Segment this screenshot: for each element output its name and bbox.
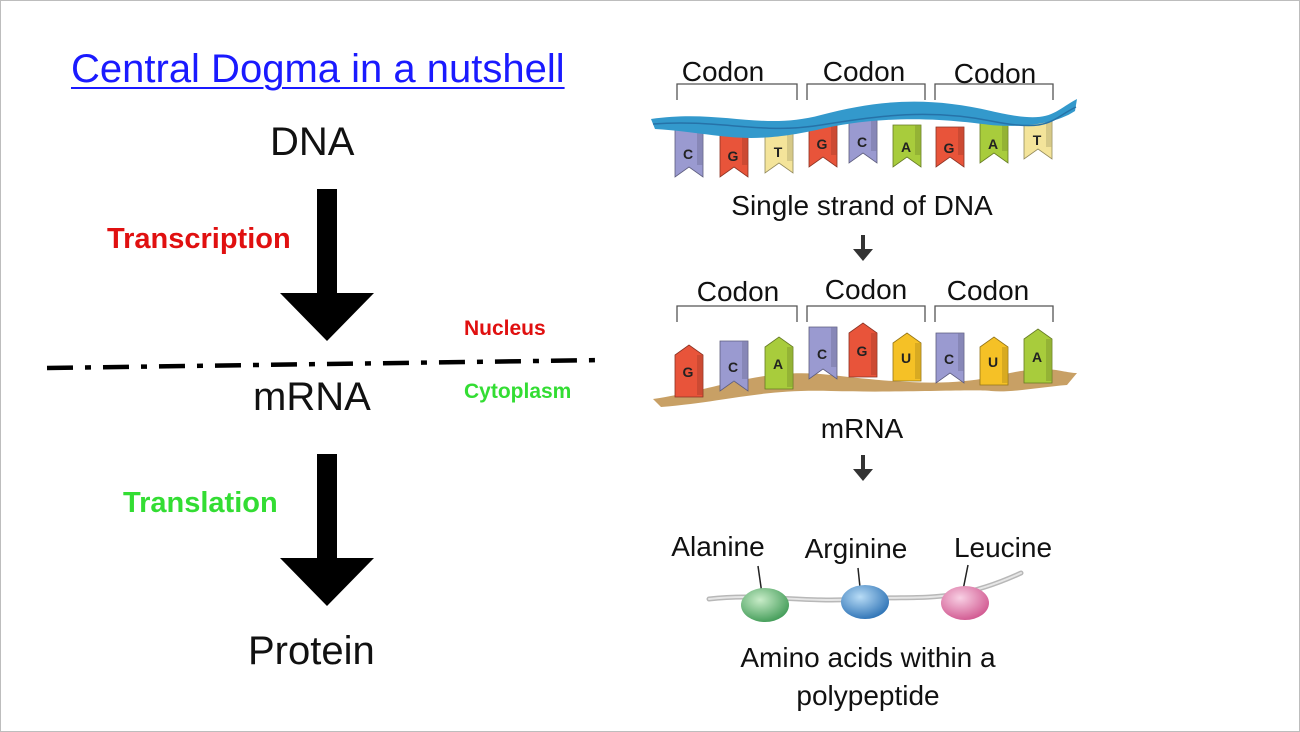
codon-bracket xyxy=(806,83,926,100)
codon-bracket xyxy=(934,83,1054,100)
amino-acids-caption-line1: Amino acids within a xyxy=(740,642,996,673)
codon-bracket xyxy=(676,305,798,322)
nucleotide-G: G xyxy=(935,126,965,168)
alanine-label: Alanine xyxy=(671,531,765,562)
dna-strand: C G T G C A G A T xyxy=(651,83,1077,178)
nucleotide-U: U xyxy=(892,332,922,382)
alanine-bead xyxy=(741,588,789,622)
base-letter: C xyxy=(944,351,954,367)
amino-acids-caption-line2: polypeptide xyxy=(796,680,940,711)
base-letter: T xyxy=(1033,132,1042,148)
nucleotide-G: G xyxy=(719,132,749,178)
base-letter: U xyxy=(901,350,911,366)
base-letter: C xyxy=(683,146,693,162)
transcription-arrow xyxy=(280,189,374,341)
page-title: Central Dogma in a nutshell xyxy=(71,47,565,91)
dna-caption: Single strand of DNA xyxy=(731,190,993,221)
codon-bracket xyxy=(676,83,798,100)
codon-bracket xyxy=(934,305,1054,322)
translation-arrow xyxy=(280,454,374,606)
base-letter: A xyxy=(1032,349,1042,365)
nucleotide-C: C xyxy=(719,340,749,392)
dna-label: DNA xyxy=(270,120,355,164)
base-letter: C xyxy=(857,134,867,150)
base-letter: G xyxy=(728,148,739,164)
dna-to-mrna-arrow xyxy=(853,235,873,261)
nucleus-label: Nucleus xyxy=(464,317,546,340)
nucleotide-C: C xyxy=(848,118,878,164)
base-letter: C xyxy=(817,346,827,362)
arginine-bead xyxy=(841,585,889,619)
mrna-backbone xyxy=(653,369,1077,407)
nucleotide-C: C xyxy=(808,326,838,380)
translation-label: Translation xyxy=(123,487,278,519)
mrna-codon-label: Codon xyxy=(696,276,780,307)
mrna-codon-label: Codon xyxy=(824,274,908,305)
protein-label: Protein xyxy=(248,629,375,673)
mrna-strand: G C A C G U C U A xyxy=(653,305,1077,407)
dna-codon-label: Codon xyxy=(953,58,1037,89)
base-letter: G xyxy=(683,364,694,380)
dna-codon-label: Codon xyxy=(822,56,906,87)
nucleotide-U: U xyxy=(979,336,1009,386)
cytoplasm-label: Cytoplasm xyxy=(464,380,572,403)
codon-bracket xyxy=(806,305,926,322)
nucleotide-A: A xyxy=(979,122,1009,164)
transcription-label: Transcription xyxy=(107,223,291,255)
dna-codon-label: Codon xyxy=(681,56,765,87)
nucleotide-G: G xyxy=(674,344,704,398)
base-letter: G xyxy=(817,136,828,152)
nucleotide-A: A xyxy=(764,336,794,390)
nucleotide-G: G xyxy=(848,322,878,378)
base-letter: G xyxy=(944,140,955,156)
base-letter: A xyxy=(901,139,911,155)
leucine-label: Leucine xyxy=(953,532,1053,563)
mrna-label: mRNA xyxy=(253,375,371,419)
nucleotide-C: C xyxy=(674,128,704,178)
nucleotide-A: A xyxy=(1023,328,1053,384)
mrna-caption: mRNA xyxy=(820,413,904,444)
base-letter: A xyxy=(773,356,783,372)
base-letter: A xyxy=(988,136,998,152)
nucleotide-C: C xyxy=(935,332,965,384)
base-letter: C xyxy=(728,359,738,375)
base-letter: G xyxy=(857,343,868,359)
polypeptide-chain xyxy=(706,564,1024,622)
mrna-codon-label: Codon xyxy=(946,275,1030,306)
nucleotide-A: A xyxy=(892,124,922,168)
base-letter: U xyxy=(988,354,998,370)
leucine-bead xyxy=(941,586,989,620)
arginine-label: Arginine xyxy=(804,533,908,564)
mrna-to-protein-arrow xyxy=(853,455,873,481)
nucleus-cytoplasm-boundary xyxy=(46,357,607,371)
base-letter: T xyxy=(774,144,783,160)
